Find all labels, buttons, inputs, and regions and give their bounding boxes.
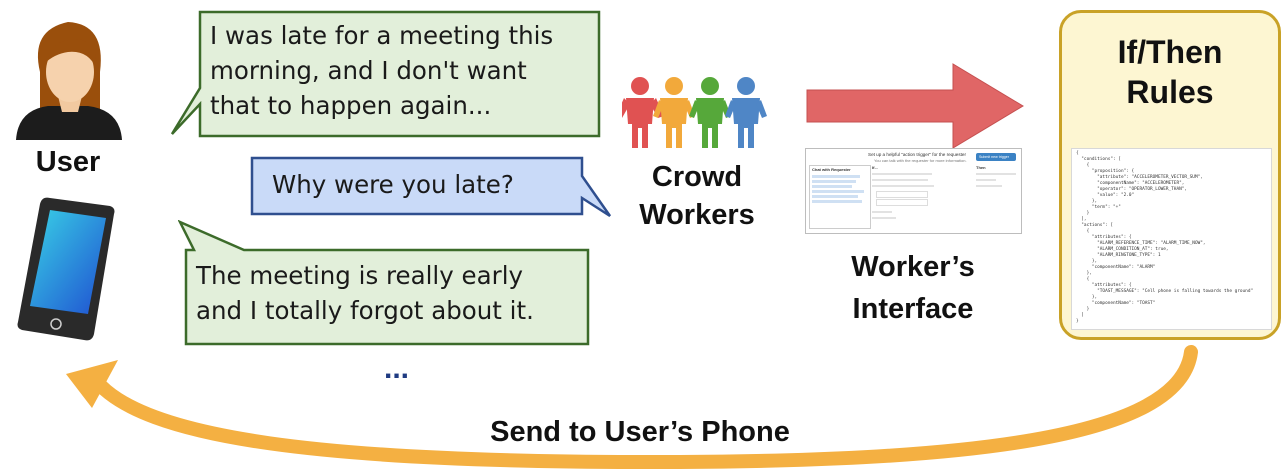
code-line: "ALARM_RINGTONE_TYPE": 1 xyxy=(1076,253,1161,258)
code-line: "ALARM_CONDITION_AT": true, xyxy=(1076,247,1169,252)
ellipsis: ... xyxy=(384,352,410,385)
code-line: "attributes": { xyxy=(1076,235,1132,240)
code-line: ], xyxy=(1076,217,1087,222)
code-line: { xyxy=(1076,163,1090,168)
ui-then-title: Then xyxy=(976,165,986,170)
code-line: "operator": "OPERATOR_LOWER_THAN", xyxy=(1076,187,1188,192)
phone-icon xyxy=(17,197,115,341)
code-line: }, xyxy=(1076,259,1098,264)
ui-chat-title: Chat with Requester xyxy=(812,167,851,172)
code-line: "attribute": "ACCELEROMETER_VECTOR_SUM", xyxy=(1076,175,1203,180)
code-line: }, xyxy=(1076,199,1098,204)
code-line: } xyxy=(1076,211,1090,216)
code-line: "ALARM_REFERENCE_TIME": "ALARM_TIME_NOW"… xyxy=(1076,241,1206,246)
ui-if-title: If... xyxy=(872,165,878,170)
forward-arrow xyxy=(806,63,1024,149)
user-avatar-icon xyxy=(16,22,122,140)
code-line: } xyxy=(1076,319,1079,324)
bubble-2-text: Why were you late? xyxy=(272,170,514,199)
send-to-phone-label: Send to User’s Phone xyxy=(490,416,790,448)
code-line: "attributes": { xyxy=(1076,283,1132,288)
code-line: { xyxy=(1076,277,1090,282)
ui-header: Set up a helpful "action trigger" for th… xyxy=(868,152,967,157)
interface-label-line-1: Worker’s xyxy=(851,251,975,283)
rules-json-code: { "conditions": [ { "proposition": { "at… xyxy=(1071,148,1272,330)
code-line: { xyxy=(1076,229,1090,234)
code-line: }, xyxy=(1076,295,1098,300)
bubble-3-text: The meeting is really early and I totall… xyxy=(196,258,534,328)
ui-submit-button: Submit new trigger xyxy=(976,153,1016,161)
speech-bubble-user-1 xyxy=(170,10,601,138)
crowd-workers-label: Crowd Workers xyxy=(616,158,778,234)
code-line: "componentName": "TOAST" xyxy=(1076,301,1156,306)
crowd-workers-icon xyxy=(622,77,767,148)
bubble-3-line-2: and I totally forgot about it. xyxy=(196,296,534,325)
bubble-1-line-1: I was late for a meeting this xyxy=(210,21,554,50)
code-line: "value": "2.0" xyxy=(1076,193,1135,198)
code-line: "proposition": { xyxy=(1076,169,1135,174)
code-line: ] xyxy=(1076,313,1084,318)
bubble-1-line-3: that to happen again... xyxy=(210,91,492,120)
ui-subheader: You can talk with the requester for more… xyxy=(874,158,967,163)
ui-submit-label: Submit new trigger xyxy=(979,155,1009,159)
rules-title-line-2: Rules xyxy=(1126,74,1214,110)
crowd-label-line-2: Workers xyxy=(639,199,755,231)
code-line: "actions": [ xyxy=(1076,223,1114,228)
code-line: "term": "+" xyxy=(1076,205,1121,210)
code-line: "conditions": [ xyxy=(1076,157,1121,162)
bubble-1-line-2: morning, and I don't want xyxy=(210,56,527,85)
code-line: "componentName": "ALARM" xyxy=(1076,265,1156,270)
code-line: { xyxy=(1076,151,1079,156)
bubble-1-text: I was late for a meeting this morning, a… xyxy=(210,18,553,123)
speech-bubble-user-2 xyxy=(178,220,590,346)
crowd-label-line-1: Crowd xyxy=(651,161,743,193)
code-line: "componentName": "ACCELEROMETER", xyxy=(1076,181,1185,186)
code-lines: { "conditions": [ { "proposition": { "at… xyxy=(1072,149,1271,327)
bubble-3-line-1: The meeting is really early xyxy=(196,261,523,290)
ui-chat-panel: Chat with Requester xyxy=(809,165,871,229)
worker-interface-screenshot: Set up a helpful "action trigger" for th… xyxy=(805,148,1022,234)
code-line: }, xyxy=(1076,271,1092,276)
interface-label-line-2: Interface xyxy=(852,293,974,325)
code-line: "TOAST_MESSAGE": "Cell phone is falling … xyxy=(1076,289,1254,294)
rules-title: If/Then Rules xyxy=(1062,32,1278,112)
user-label: User xyxy=(35,146,101,178)
rules-title-line-1: If/Then xyxy=(1117,34,1223,70)
speech-bubble-worker xyxy=(250,156,612,218)
worker-interface-label: Worker’s Interface xyxy=(820,246,1006,330)
code-line: } xyxy=(1076,307,1090,312)
